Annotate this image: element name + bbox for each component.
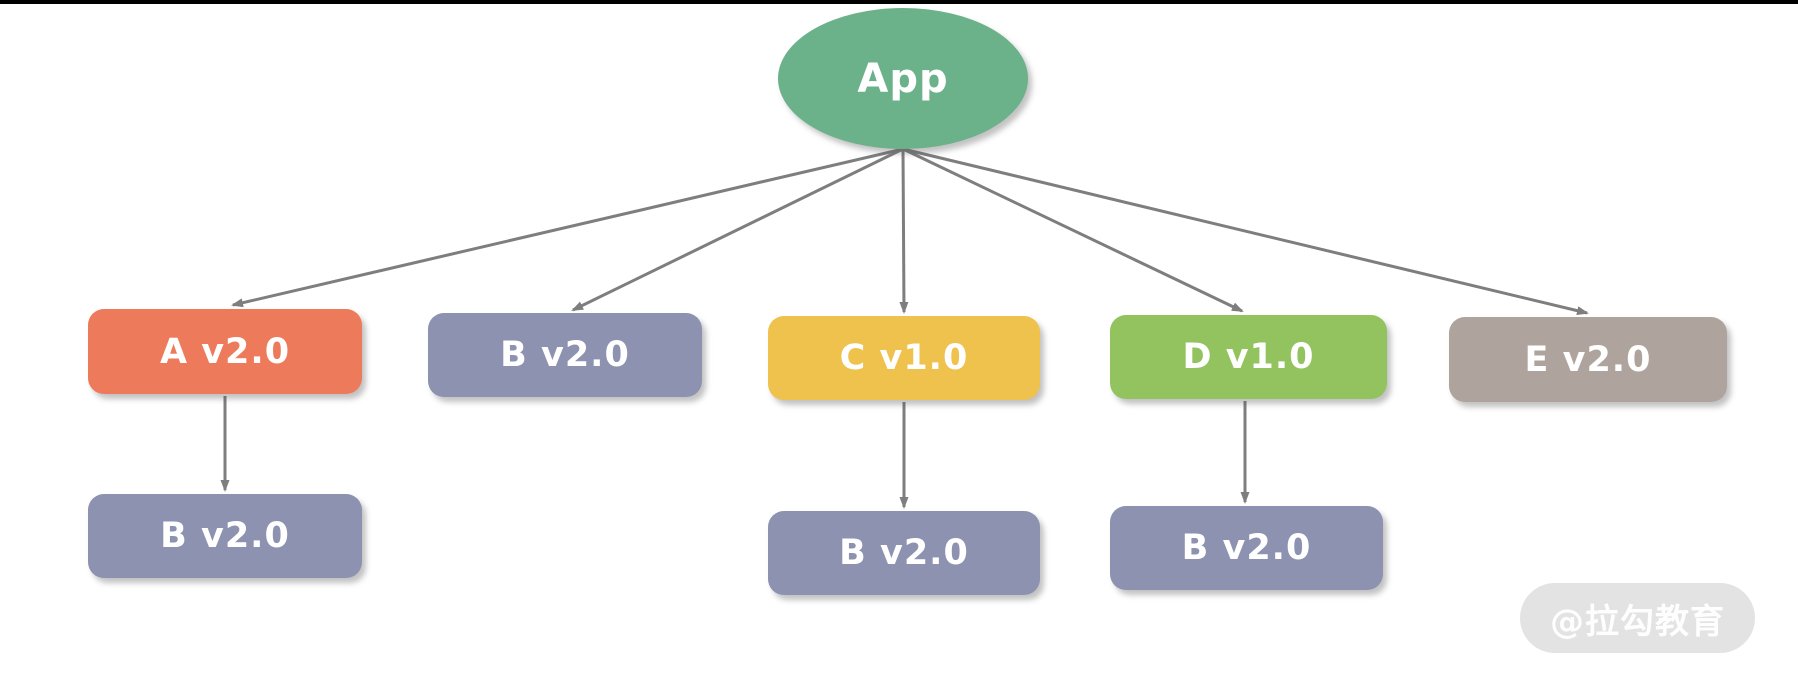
watermark-badge: @拉勾教育 — [1520, 583, 1755, 653]
edge-app-a — [231, 147, 904, 308]
node-d-v1-label: D v1.0 — [1182, 337, 1315, 377]
node-a-v2: A v2.0 — [88, 309, 362, 394]
node-b-v2-under-c-label: B v2.0 — [839, 533, 969, 573]
node-app: App — [778, 8, 1028, 149]
edge-app-d — [902, 147, 1244, 313]
edge-app-b — [571, 147, 904, 312]
node-a-v2-label: A v2.0 — [159, 331, 291, 372]
node-b-v2-under-a: B v2.0 — [88, 494, 362, 578]
node-b-v2: B v2.0 — [428, 313, 702, 397]
node-c-v1-label: C v1.0 — [839, 338, 969, 378]
node-b-v2-under-c: B v2.0 — [768, 511, 1040, 595]
node-d-v1: D v1.0 — [1110, 315, 1387, 399]
node-b-v2-label: B v2.0 — [500, 335, 630, 375]
watermark-text: @拉勾教育 — [1550, 601, 1725, 642]
edge-app-c — [899, 148, 909, 314]
node-b-v2-under-d: B v2.0 — [1110, 506, 1383, 590]
node-c-v1: C v1.0 — [768, 316, 1040, 400]
node-app-label: App — [857, 55, 949, 102]
node-e-v2-label: E v2.0 — [1524, 339, 1652, 380]
top-border — [0, 0, 1798, 4]
node-b-v2-under-a-label: B v2.0 — [160, 516, 290, 556]
node-b-v2-under-d-label: B v2.0 — [1181, 528, 1312, 568]
node-e-v2: E v2.0 — [1449, 317, 1727, 402]
edge-app-e — [902, 147, 1589, 316]
